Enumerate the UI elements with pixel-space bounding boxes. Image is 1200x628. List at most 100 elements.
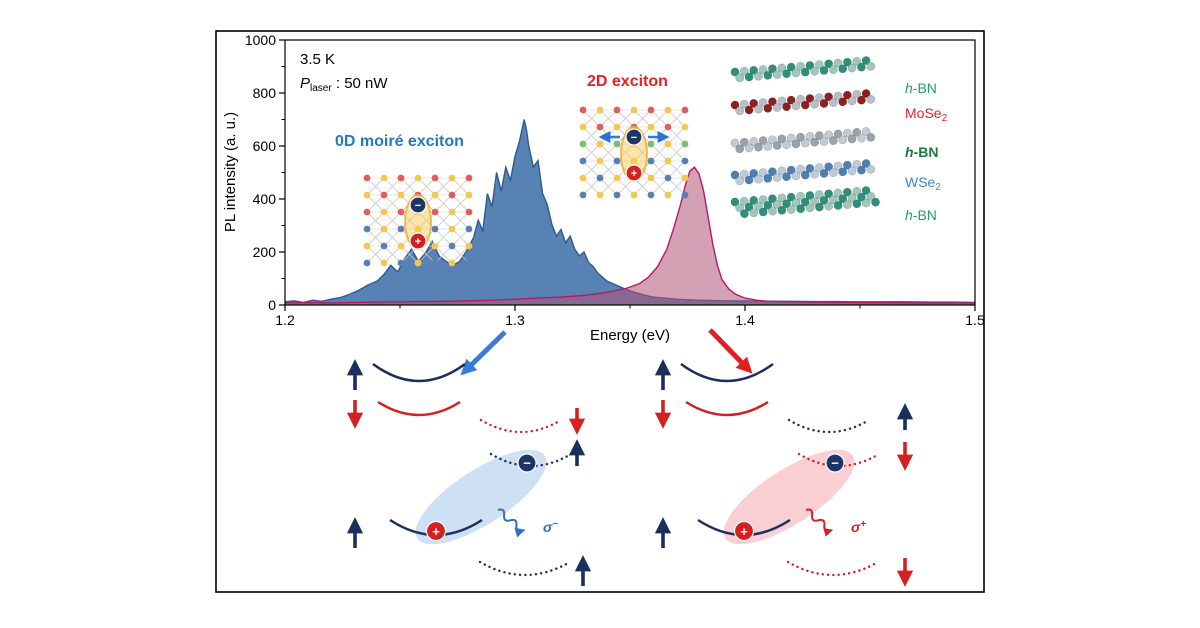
stack-atom (852, 127, 862, 137)
stack-atom (786, 62, 796, 72)
stack-atom (763, 142, 773, 151)
moire-pointer-arrow (460, 330, 507, 376)
stack-atom (749, 208, 759, 218)
temperature-annotation: 3.5 K (300, 51, 335, 68)
stack-atom (857, 62, 866, 72)
stack-atom (847, 134, 857, 144)
stack-atom (791, 68, 801, 78)
stack-atom (782, 172, 791, 182)
lattice-line (667, 109, 686, 128)
stack-atom (805, 191, 815, 200)
stack-atom (749, 137, 759, 146)
stack-atom (772, 70, 782, 79)
x-tick-label: 1.4 (735, 312, 755, 328)
photon-emission-icon (805, 508, 834, 537)
stack-atom (791, 101, 801, 111)
electron-icon (409, 196, 427, 214)
stack-atom (735, 73, 745, 83)
stack-atom (814, 60, 824, 69)
stack-atom (763, 174, 773, 183)
stack-atom (758, 136, 768, 145)
stack-atom (763, 104, 773, 113)
lattice-atom (431, 242, 439, 250)
stack-atom (866, 94, 876, 104)
stack-layer-3 (730, 159, 876, 186)
lattice-atom (465, 242, 473, 250)
hole-icon (409, 232, 427, 250)
x-tick-label: 1.3 (505, 312, 525, 328)
stack-atom (786, 165, 796, 175)
lattice-atom (465, 208, 473, 216)
stack-atom (871, 197, 880, 207)
lattice-atom (431, 174, 439, 182)
lattice-atom (596, 191, 604, 199)
lattice-atom (380, 174, 388, 182)
stack-layer-label-1: MoSe2 (905, 105, 948, 124)
lattice-atom (397, 259, 405, 267)
stack-atom (777, 63, 787, 73)
stack-atom (758, 207, 768, 217)
stack-atom (852, 159, 862, 169)
stack-atom (777, 193, 787, 203)
y-tick-label: 1000 (245, 32, 276, 48)
stack-atom (749, 99, 759, 108)
stack-atom (833, 129, 843, 139)
layer-label-sub: 2 (942, 113, 948, 124)
layer-label-prefix: h (905, 144, 914, 160)
stack-atom (782, 140, 791, 150)
stack-atom (791, 139, 801, 149)
stack-atom (772, 200, 782, 209)
band-diagram-2d: − + σ+ (654, 359, 914, 587)
lattice-atom (630, 191, 638, 199)
stack-atom (786, 205, 796, 214)
layer-label-prefix: h (905, 207, 913, 223)
stack-atom (824, 189, 833, 199)
stack-atom (805, 203, 815, 213)
stack-atom (749, 66, 759, 75)
lattice-atom (380, 242, 388, 250)
lattice-atom (380, 208, 388, 216)
stack-atom (730, 138, 740, 148)
stack-atom (740, 209, 749, 218)
lattice-atom (596, 123, 604, 131)
lattice-atom (380, 225, 388, 233)
stack-atom (740, 169, 749, 179)
lattice-atom (613, 106, 621, 114)
stack-atom (833, 58, 843, 68)
stack-atom (843, 90, 852, 100)
lattice-line (383, 228, 402, 247)
lattice-line (599, 160, 618, 179)
layer-label-sub: 2 (935, 182, 941, 193)
lattice-atom (448, 208, 456, 216)
stack-atom (843, 128, 852, 138)
stack-layer-label-3: WSe2 (905, 174, 941, 193)
sigma-minus-label: σ− (543, 519, 558, 535)
stack-atom (815, 202, 824, 212)
stack-atom (847, 63, 857, 73)
lattice-atom (596, 157, 604, 165)
stack-atom (847, 193, 857, 203)
stack-layer-1 (730, 89, 876, 116)
lattice-line (582, 143, 601, 162)
lattice-atom (647, 106, 655, 114)
stack-atom (791, 198, 801, 208)
stack-atom (800, 170, 810, 180)
stack-atom (768, 135, 777, 145)
stack-atom (754, 142, 763, 152)
lattice-atom (465, 225, 473, 233)
lattice-line (599, 109, 618, 128)
lattice-line (434, 177, 453, 196)
lattice-line (667, 126, 686, 145)
lattice-atom (397, 225, 405, 233)
lattice-atom (579, 174, 587, 182)
y-tick-label: 400 (253, 191, 277, 207)
lattice-line (434, 194, 453, 213)
stack-atom (744, 202, 754, 212)
stack-atom (843, 57, 852, 67)
lattice-atom (579, 157, 587, 165)
stack-atom (758, 98, 768, 107)
lattice-line (451, 177, 470, 196)
spectra (284, 119, 976, 305)
